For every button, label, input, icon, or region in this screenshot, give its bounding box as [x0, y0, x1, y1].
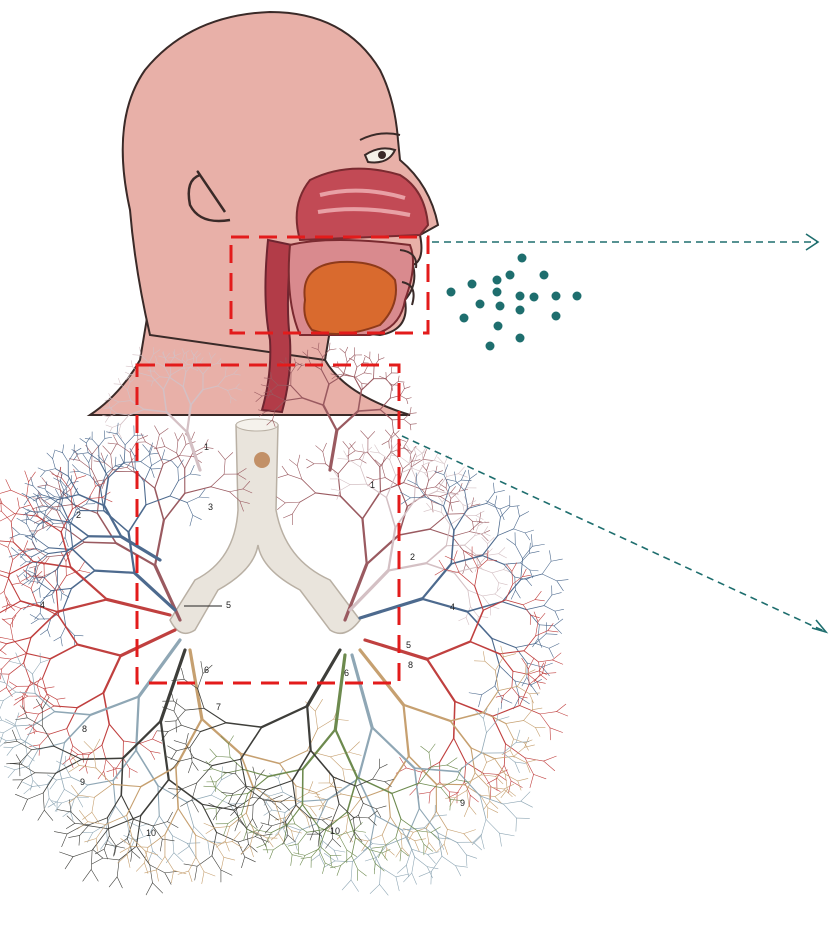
particle-dot: [540, 271, 549, 280]
particle-dot: [506, 271, 515, 280]
segment-label: 10: [146, 828, 156, 838]
particle-dot: [493, 288, 502, 297]
segment-label: 10: [330, 826, 340, 836]
segment-label: 9: [80, 777, 85, 787]
particle-dot: [530, 293, 539, 302]
particle-dot: [516, 292, 525, 301]
segment-label: 8: [82, 724, 87, 734]
particle-dot: [468, 280, 477, 289]
segment-label: 9: [460, 798, 465, 808]
segment-label: 5: [226, 600, 231, 610]
particle-dot: [552, 312, 561, 321]
segment-label: 8: [408, 660, 413, 670]
particle-dot: [494, 322, 503, 331]
segment-label: 6: [344, 668, 349, 678]
segment-label: 7: [216, 702, 221, 712]
particle-dot: [447, 288, 456, 297]
particle-dot: [552, 292, 561, 301]
particle-dot: [516, 306, 525, 315]
segment-label: 4: [450, 602, 455, 612]
particle-dot: [493, 276, 502, 285]
segment-label: 5: [406, 640, 411, 650]
particle-dot: [486, 342, 495, 351]
trachea-arrow: [402, 436, 826, 632]
mouth-arrow: [432, 234, 818, 250]
segment-label: 2: [410, 552, 415, 562]
lungs-illustration: 1 2 3 4 5 6 7 8 9 10 1 2 4 5 6 8 9 10: [0, 343, 568, 895]
tongue: [304, 262, 396, 334]
particle-dot: [460, 314, 469, 323]
particle-dot: [516, 334, 525, 343]
particle-dot: [573, 292, 582, 301]
segment-label: 1: [204, 442, 209, 452]
segment-label: 3: [208, 502, 213, 512]
particle-cloud: [447, 254, 582, 351]
segment-label: 2: [76, 510, 81, 520]
particle-dot: [476, 300, 485, 309]
segment-label: 1: [370, 480, 375, 490]
segment-label: 6: [204, 665, 209, 675]
particle-dot: [496, 302, 505, 311]
particle-dot: [518, 254, 527, 263]
right-lung-bronchial-tree: [157, 343, 568, 895]
head-illustration: [90, 12, 438, 415]
segment-label: 4: [40, 600, 45, 610]
left-lung-bronchial-tree: [0, 347, 361, 895]
